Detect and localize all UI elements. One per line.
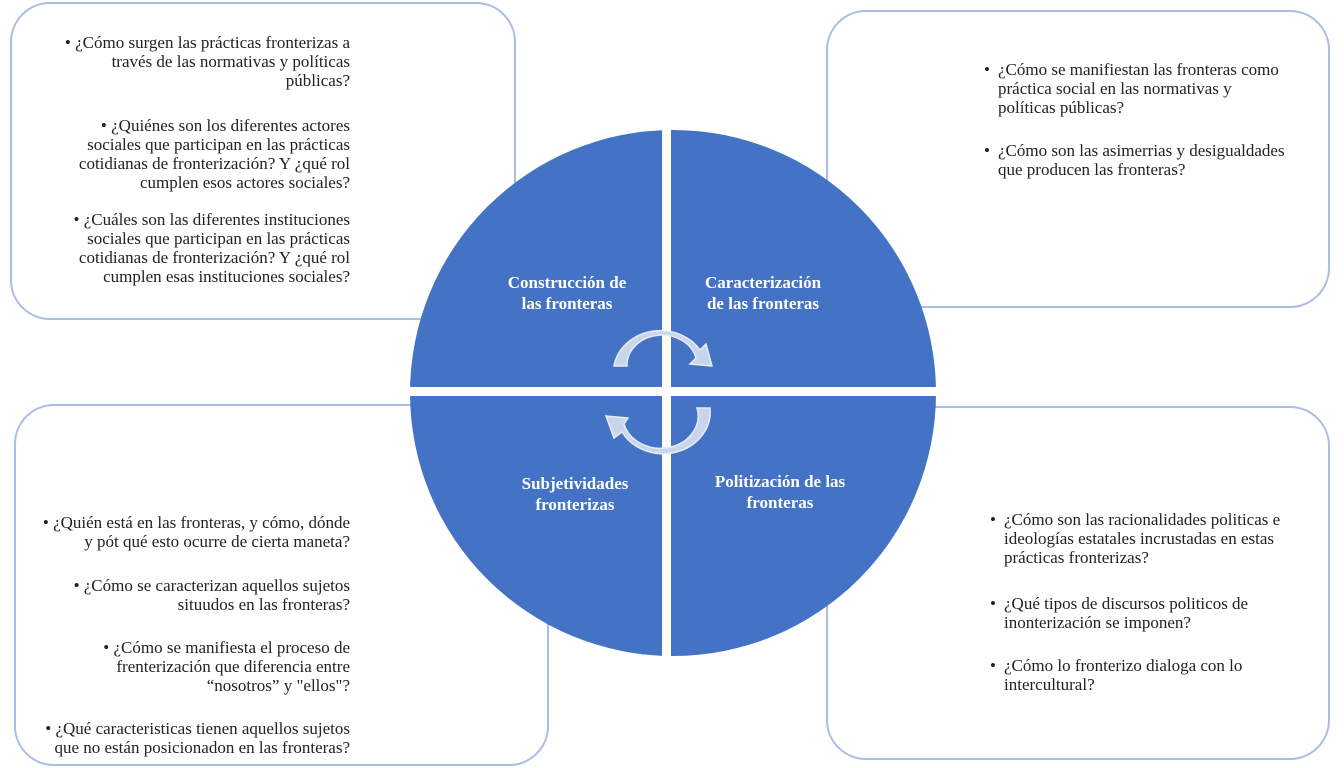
cycle-arrow-bottom-icon	[604, 407, 711, 455]
question-line: ¿Cómo son las racionalidades politicas e	[1004, 510, 1280, 529]
question-line: través de las normativas y políticas	[111, 52, 350, 71]
question-line: frenterización que diferencia entre	[116, 657, 350, 676]
question-line: sociales que participan en las prácticas	[87, 135, 350, 154]
question-line: ¿Cómo son las asimerrias y desigualdades	[998, 141, 1285, 160]
question-line: ¿Cuáles son las diferentes instituciones	[74, 210, 350, 229]
question-line: ¿Qué caracteristicas tienen aquellos suj…	[45, 719, 350, 738]
question-line: públicas?	[285, 71, 350, 90]
question-line: situudos en las fronteras?	[177, 595, 350, 614]
question-item: ¿Cómo son las racionalidades politicas e…	[990, 510, 1280, 567]
question-line: que producen las fronteras?	[998, 160, 1186, 179]
horizontal-divider	[405, 387, 945, 396]
question-line: políticas públicas?	[998, 98, 1125, 117]
question-line: inonterización se imponen?	[1004, 613, 1191, 632]
question-line: “nosotros” y "ellos"?	[206, 676, 350, 695]
question-line: cumplen esos actores sociales?	[139, 173, 350, 192]
cycle-arrow-top-icon	[613, 329, 714, 367]
question-item: ¿Cómo se manifiestan las fronteras comop…	[984, 60, 1279, 117]
question-item: ¿Cuáles son las diferentes instituciones…	[74, 210, 350, 286]
question-line: y pót qué esto ocurre de cierta maneta?	[84, 532, 350, 551]
question-item: ¿Cómo surgen las prácticas fronterizas a…	[65, 33, 350, 90]
question-line: ¿Quiénes son los diferentes actores	[79, 116, 350, 135]
question-line: intercultural?	[1004, 675, 1095, 694]
question-item: ¿Cómo son las asimerrias y desigualdades…	[984, 141, 1285, 179]
question-line: prácticas fronterizas?	[1004, 548, 1149, 567]
question-line: cotidianas de fronterización? Y ¿qué rol	[78, 154, 350, 173]
question-line: práctica social en las normativas y	[998, 79, 1232, 98]
box-bottom-right	[826, 406, 1330, 760]
question-item: ¿Qué tipos de discursos politicos deinon…	[990, 594, 1248, 632]
question-line: sociales que participan en las prácticas	[87, 229, 350, 248]
question-line: ¿Cómo lo fronterizo dialoga con lo	[1004, 656, 1242, 675]
vertical-divider	[662, 120, 671, 680]
question-line: ¿Cómo se manifiesta el proceso de	[103, 638, 350, 657]
question-line: que no están posicionadon en las fronter…	[54, 738, 350, 757]
question-line: ¿Cómo se manifiestan las fronteras como	[998, 60, 1279, 79]
question-line: ¿Cómo surgen las prácticas fronterizas a	[65, 33, 350, 52]
question-line: ideologías estatales incrustadas en esta…	[1004, 529, 1275, 548]
question-line: ¿Qué tipos de discursos politicos de	[1004, 594, 1248, 613]
question-item: ¿Cómo se caracterizan aquellos sujetossi…	[74, 576, 350, 614]
question-line: cumplen esas instituciones sociales?	[103, 267, 350, 286]
question-item: ¿Quién está en las fronteras, y cómo, dó…	[43, 513, 350, 551]
question-line: ¿Cómo se caracterizan aquellos sujetos	[74, 576, 350, 595]
question-line: ¿Quién está en las fronteras, y cómo, dó…	[43, 513, 350, 532]
question-item: ¿Qué caracteristicas tienen aquellos suj…	[45, 719, 350, 757]
question-item: ¿Cómo se manifiesta el proceso defrenter…	[103, 638, 350, 695]
question-item: ¿Quiénes son los diferentes actoressocia…	[79, 116, 350, 192]
question-line: cotidianas de fronterización? Y ¿qué rol	[78, 248, 350, 267]
question-item: ¿Cómo lo fronterizo dialoga con lointerc…	[990, 656, 1242, 694]
